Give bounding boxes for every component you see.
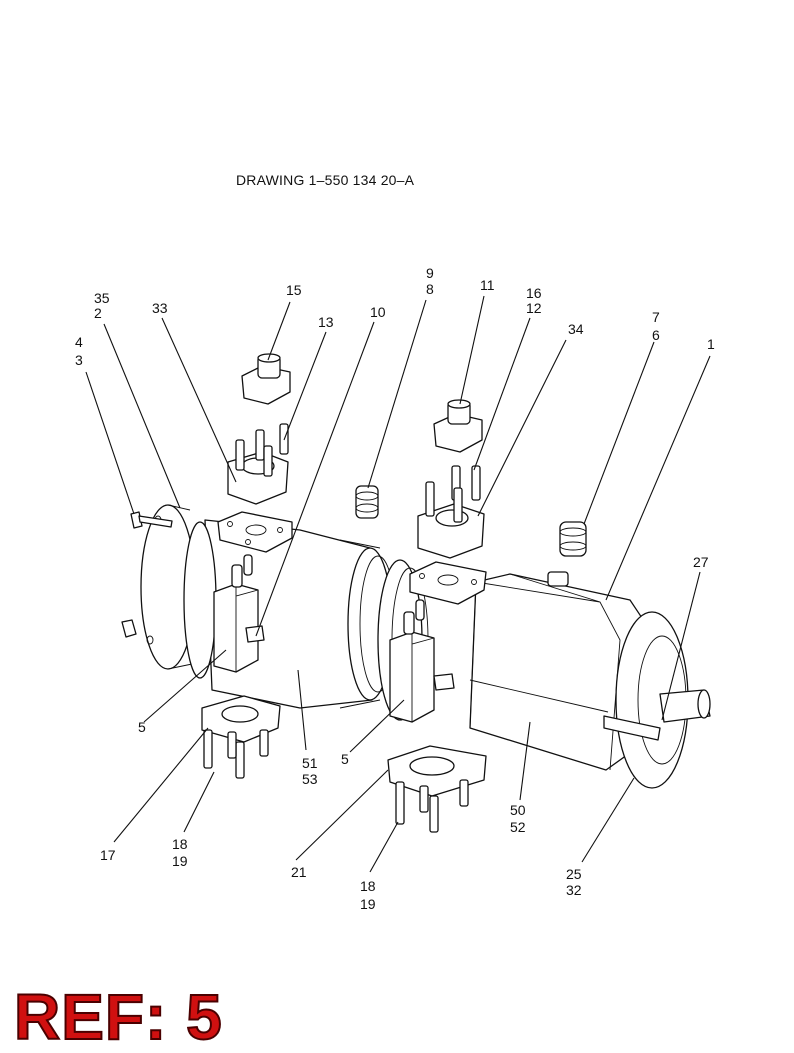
callout-33: 33: [152, 300, 168, 316]
callout-2: 2: [94, 305, 102, 321]
callout-19-left: 19: [172, 853, 188, 869]
right-adapter-flange: [417, 465, 485, 559]
callout-21: 21: [291, 864, 307, 880]
ref-stamp: REF: 5: [13, 981, 223, 1053]
callout-53: 53: [302, 771, 318, 787]
callout-5-left: 5: [138, 719, 146, 735]
callout-52: 52: [510, 819, 526, 835]
callout-27: 27: [693, 554, 709, 570]
callout-6: 6: [652, 327, 660, 343]
left-upper-flange-plate: [217, 511, 293, 553]
callout-19-right: 19: [360, 896, 376, 912]
center-fitting: [355, 485, 379, 519]
callout-8: 8: [426, 281, 434, 297]
right-end-plate: [603, 611, 711, 789]
callout-12: 12: [526, 300, 542, 316]
right-side-fitting: [559, 521, 587, 557]
left-plate-nut: [121, 619, 137, 638]
left-valve-block: [213, 554, 265, 673]
callout-34: 34: [568, 321, 584, 337]
callout-16: 16: [526, 285, 542, 301]
callout-9: 9: [426, 265, 434, 281]
callout-1: 1: [707, 336, 715, 352]
callout-labels: 35 2 33 15 13 10 9 8 11 16 12 34 7 6 1 4…: [75, 265, 715, 912]
callout-3: 3: [75, 352, 83, 368]
callout-10: 10: [370, 304, 386, 320]
drawing-title: DRAWING 1–550 134 20–A: [236, 172, 415, 188]
callout-32: 32: [566, 882, 582, 898]
callout-15: 15: [286, 282, 302, 298]
right-valve-block: [389, 599, 455, 723]
right-fitting: [433, 399, 483, 453]
leader-lines: [85, 295, 711, 873]
lower-right-flange: [387, 745, 487, 833]
left-plate-bolt: [130, 511, 173, 529]
callout-18-left: 18: [172, 836, 188, 852]
callout-35: 35: [94, 290, 110, 306]
callout-11: 11: [480, 277, 495, 293]
callout-5-right: 5: [341, 751, 349, 767]
callout-7: 7: [652, 309, 660, 325]
callout-17: 17: [100, 847, 116, 863]
left-adapter-flange: [227, 423, 289, 505]
callout-13: 13: [318, 314, 334, 330]
left-fitting: [241, 353, 291, 405]
callout-50: 50: [510, 802, 526, 818]
left-end-plate: [140, 504, 196, 670]
callout-4: 4: [75, 334, 83, 350]
callout-25: 25: [566, 866, 582, 882]
lower-left-flange: [201, 695, 281, 779]
callout-51: 51: [302, 755, 318, 771]
right-upper-flange-plate: [409, 561, 487, 605]
callout-18-right: 18: [360, 878, 376, 894]
